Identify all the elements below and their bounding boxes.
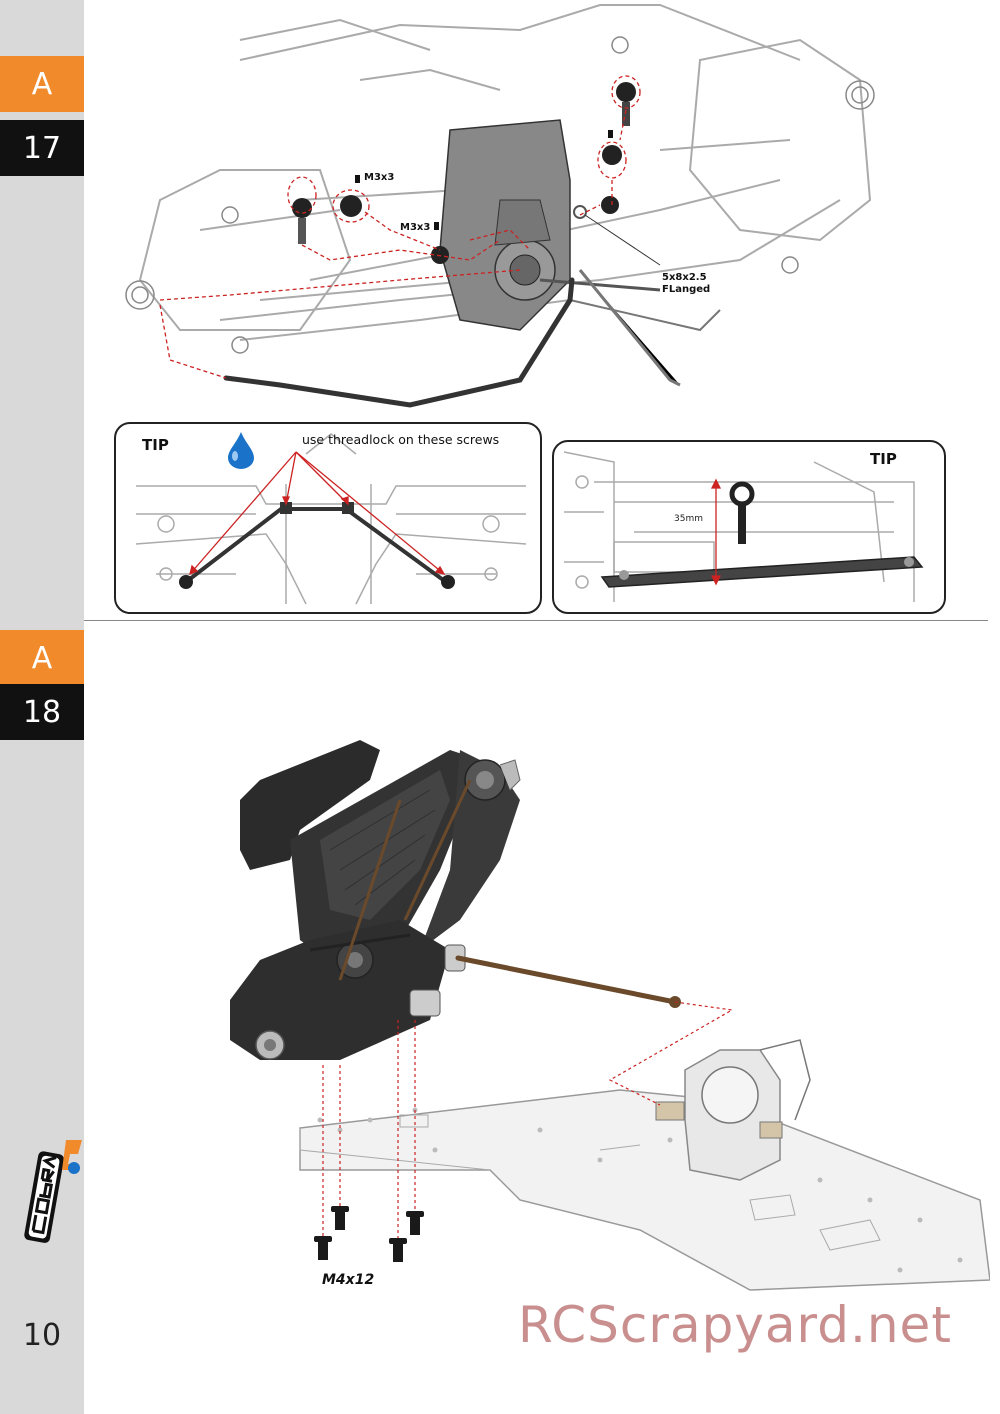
step17-rear-suspension-illustration: [125, 4, 875, 408]
step-letter-18: A: [0, 630, 84, 686]
section-divider: [84, 620, 988, 621]
bearing-type-label: FLanged: [662, 284, 711, 295]
page-number: 10: [22, 1318, 62, 1353]
tip-title-right: TIP: [870, 450, 897, 468]
tip-box-measurement: TIP 35mm: [552, 440, 946, 614]
anti-roll-bar-tip-illustration: [135, 433, 527, 605]
threadlock-note: use threadlock on these screws: [302, 432, 500, 447]
measurement-35mm-label: 35mm: [674, 514, 703, 524]
m3x3-label-a: M3x3: [364, 172, 395, 183]
step-number-17: 17: [0, 120, 84, 176]
tip-box-threadlock: TIP use threadlock on these screws: [114, 422, 542, 614]
tip-title-left: TIP: [142, 436, 169, 454]
watermark: RCScrapyard.net: [518, 1296, 952, 1354]
m4x12-screw-label: M4x12: [322, 1272, 375, 1288]
step-number-18: 18: [0, 684, 84, 740]
cobra-gt-logo-icon: [24, 1140, 82, 1243]
threadlock-drop-icon: [228, 432, 254, 469]
bearing-size-label: 5x8x2.5: [662, 272, 707, 283]
step18-rear-assembly-to-chassis-illustration: [230, 740, 990, 1291]
step-letter-17: A: [0, 56, 84, 112]
m3x3-label-b: M3x3: [400, 222, 431, 233]
turnbuckle-tip-illustration: [563, 451, 924, 602]
